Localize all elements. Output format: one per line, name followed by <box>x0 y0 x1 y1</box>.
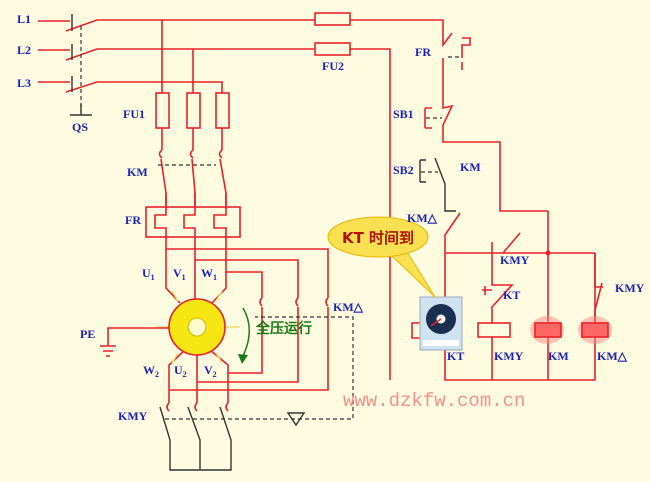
label-kmd-main: KM△ <box>333 300 364 314</box>
callout-bubble: KT 时间到 <box>327 216 436 298</box>
watermark: www.dzkfw.com.cn <box>343 390 525 412</box>
rotation-arrow-icon <box>241 307 250 359</box>
fr-thermal-relay <box>145 193 241 240</box>
fuses-fu1 <box>155 20 230 150</box>
label-km-ctrl: KM <box>460 160 481 174</box>
label-fu1: FU1 <box>123 107 145 121</box>
labels: L1 L2 L3 QS FU1 FU2 KM FR U1 V1 W1 W2 U2… <box>17 12 645 423</box>
label-qs: QS <box>72 120 88 134</box>
label-v1: V1 <box>173 266 186 282</box>
label-u2: U2 <box>174 363 187 379</box>
label-u1: U1 <box>142 266 155 282</box>
label-kmd-ctrl: KM△ <box>407 211 438 225</box>
label-fr-ctrl: FR <box>415 45 431 59</box>
km-main-contacts <box>158 149 227 207</box>
label-kmd-coil: KM△ <box>597 349 628 363</box>
label-sb1: SB1 <box>393 107 414 121</box>
label-pe: PE <box>80 327 95 341</box>
label-sb2: SB2 <box>393 163 414 177</box>
control-circuit <box>419 32 612 381</box>
label-l3: L3 <box>17 76 31 90</box>
ground-icon <box>100 345 116 357</box>
label-v2: V2 <box>204 363 217 379</box>
status-text: 全压运行 <box>255 320 312 337</box>
motor-wiring <box>159 240 354 471</box>
label-fu2: FU2 <box>322 59 344 73</box>
fuse-fu2-l1 <box>314 12 351 26</box>
power-lines <box>38 14 444 380</box>
label-kmy-contact: KMY <box>500 253 530 267</box>
label-kmy-coil: KMY <box>494 349 524 363</box>
label-w2: W2 <box>143 363 159 379</box>
label-kmy-main: KMY <box>118 409 148 423</box>
label-km-coil: KM <box>548 349 569 363</box>
label-fr-main: FR <box>125 213 141 227</box>
callout-text: KT 时间到 <box>342 229 414 247</box>
label-kt-contact: KT <box>503 288 520 302</box>
label-l2: L2 <box>17 43 31 57</box>
label-km-main: KM <box>127 165 148 179</box>
label-kt-coil: KT <box>447 349 464 363</box>
fuse-fu2-l2 <box>314 42 351 56</box>
motor <box>100 290 250 364</box>
label-l1: L1 <box>17 12 31 26</box>
label-w1: W1 <box>201 266 217 282</box>
timer-relay-kt <box>411 296 463 351</box>
label-kmy-nc: KMY <box>615 281 645 295</box>
